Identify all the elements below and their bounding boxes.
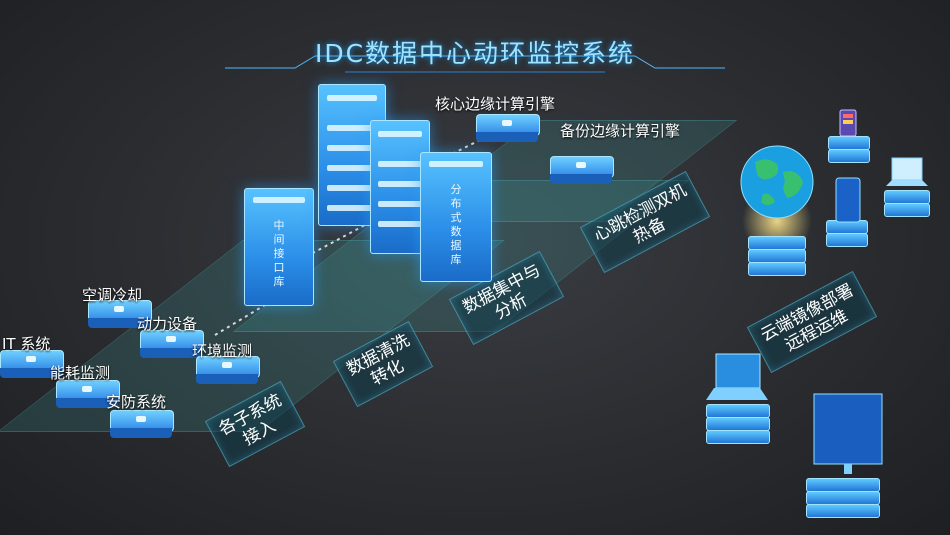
laptop-small-icon bbox=[886, 157, 928, 186]
server-distributed-label: 分布式数据库 bbox=[450, 183, 462, 266]
server-interface-db: 中间接口库 bbox=[244, 188, 314, 306]
label-power-equipment: 动力设备 bbox=[137, 315, 198, 333]
device-monitor-base bbox=[806, 478, 880, 518]
label-environment: 环境监测 bbox=[192, 342, 253, 360]
pad-it-system bbox=[0, 350, 64, 380]
server-distributed-db: 分布式数据库 bbox=[420, 152, 492, 282]
tablet-icon bbox=[835, 177, 861, 223]
pad-backup-engine bbox=[550, 156, 614, 186]
pad-energy bbox=[56, 380, 120, 410]
laptop-icon bbox=[706, 353, 768, 400]
title-frame bbox=[225, 55, 725, 73]
label-air-conditioning: 空调冷却 bbox=[82, 286, 143, 304]
pad-air-conditioning bbox=[88, 300, 152, 330]
label-it-system: IT 系统 bbox=[2, 335, 51, 353]
globe-base-stack bbox=[748, 236, 806, 276]
pad-core-engine bbox=[476, 114, 540, 144]
monitor-icon bbox=[813, 393, 883, 474]
pad-security bbox=[110, 410, 174, 440]
server-interface-label: 中间接口库 bbox=[273, 219, 285, 288]
label-energy: 能耗监测 bbox=[50, 364, 111, 382]
page-title: IDC数据中心动环监控系统 bbox=[314, 39, 636, 68]
device-laptop-small-base bbox=[884, 190, 930, 228]
label-security: 安防系统 bbox=[106, 393, 167, 411]
pad-power-equipment bbox=[140, 330, 204, 360]
device-phone-base bbox=[828, 136, 870, 174]
device-laptop-base bbox=[706, 404, 770, 444]
label-core-engine: 核心边缘计算引擎 bbox=[435, 95, 556, 113]
phone-icon bbox=[839, 109, 857, 137]
label-backup-engine: 备份边缘计算引擎 bbox=[560, 122, 681, 140]
globe-icon bbox=[740, 145, 814, 219]
title-banner: IDC数据中心动环监控系统 bbox=[225, 28, 725, 74]
pad-environment bbox=[196, 356, 260, 386]
device-tablet-base bbox=[826, 220, 868, 258]
